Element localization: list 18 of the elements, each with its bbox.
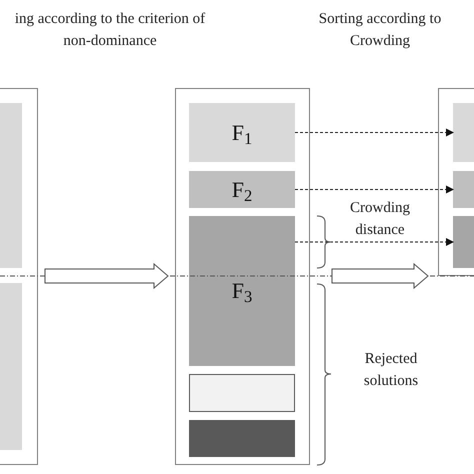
block-arrow	[44, 262, 169, 290]
population-box	[175, 88, 310, 465]
heading: ing according to the criterion of non-dominance	[14, 10, 206, 51]
dashed-arrow	[294, 238, 454, 246]
population-box	[0, 88, 38, 465]
front-box	[189, 103, 295, 162]
population-box	[438, 88, 474, 276]
heading: Sorting according to Crowding	[318, 10, 442, 51]
block-arrow	[332, 262, 429, 290]
front-label: F$_{3}$	[232, 280, 252, 302]
front-box	[189, 216, 295, 366]
population-box	[189, 374, 295, 412]
solution-bar	[189, 420, 295, 457]
front-label: F$_{1}$	[232, 122, 252, 144]
front-label: F$_{2}$	[232, 178, 252, 200]
dashed-arrow	[294, 128, 454, 136]
front-box	[189, 171, 295, 208]
dashed-arrow	[294, 186, 454, 194]
